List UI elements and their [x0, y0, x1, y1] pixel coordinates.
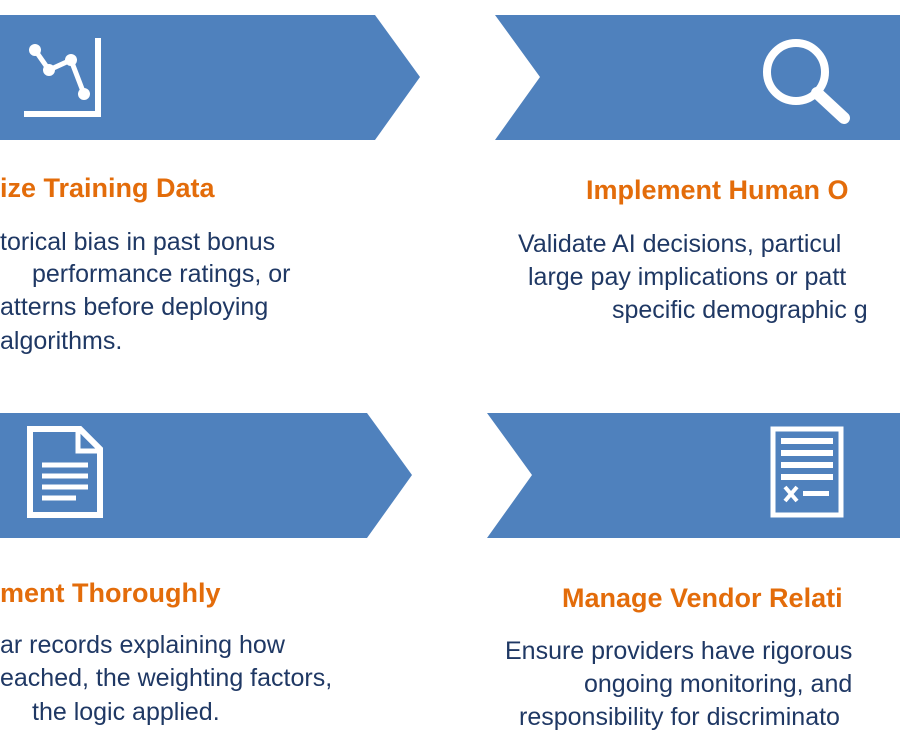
document-icon [26, 425, 104, 524]
card-text-line: atterns before deploying [0, 293, 269, 321]
card-text-line: Ensure providers have rigorous [505, 637, 853, 665]
card-text-line: Validate AI decisions, particul [518, 230, 842, 258]
banner-vendor-relationships [487, 413, 900, 538]
card-title-document-thoroughly: ment Thoroughly [0, 578, 221, 608]
card-text-line: large pay implications or patt [528, 263, 847, 291]
card-text-line: responsibility for discriminato [519, 703, 840, 731]
card-text-line: the logic applied. [32, 698, 220, 726]
banner-training-data [0, 15, 420, 140]
checklist-icon [769, 425, 845, 524]
line-chart-icon [22, 38, 106, 125]
card-text-line: algorithms. [0, 327, 123, 355]
card-text-line: specific demographic g [612, 296, 868, 324]
card-text-line: ar records explaining how [0, 631, 285, 659]
card-text-line: ongoing monitoring, and [584, 670, 853, 698]
card-title-training-data: ize Training Data [0, 173, 215, 203]
card-text-line: performance ratings, or [32, 260, 291, 288]
card-title-human-oversight: Implement Human O [586, 175, 849, 205]
magnifier-icon [760, 36, 852, 129]
card-title-vendor-relationships: Manage Vendor Relati [562, 583, 843, 613]
card-text-line: eached, the weighting factors, [0, 664, 333, 692]
card-text-line: torical bias in past bonus [0, 228, 276, 256]
